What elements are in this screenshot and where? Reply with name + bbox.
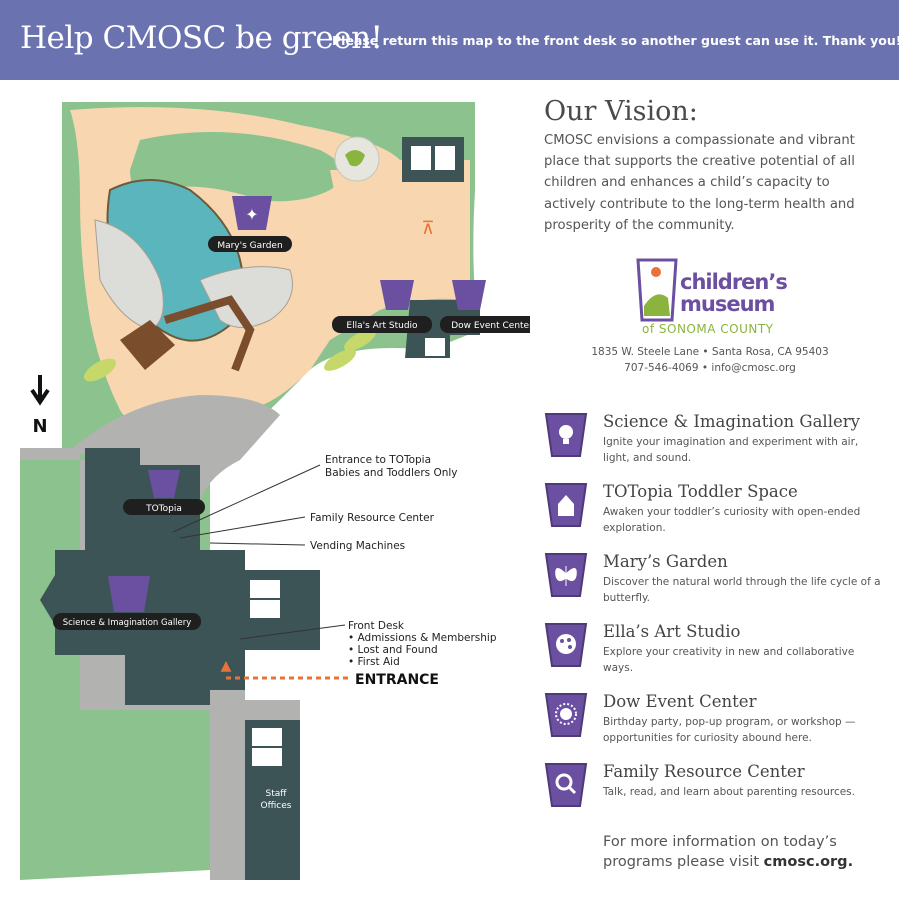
- legend-title: Family Resource Center: [603, 762, 805, 781]
- callout-front-desk-item: • Admissions & Membership: [348, 632, 497, 644]
- map-label-staff-1: Staff: [266, 789, 288, 799]
- callout-totopia-entrance-2: Babies and Toddlers Only: [325, 467, 458, 479]
- north-arrow: [30, 375, 50, 406]
- legend-title: Ella’s Art Studio: [603, 622, 741, 641]
- more-info: For more information on today’s programs…: [603, 832, 893, 872]
- callout-front-desk-item: • First Aid: [348, 656, 400, 668]
- legend-item: Science & Imagination Gallery Ignite you…: [544, 412, 889, 474]
- legend-item: Ella’s Art Studio Explore your creativit…: [544, 622, 889, 684]
- callout-family-resource: Family Resource Center: [310, 512, 435, 524]
- logo-text-line1: children’s: [680, 270, 788, 294]
- legend-desc: Awaken your toddler’s curiosity with ope…: [603, 506, 861, 534]
- callout-totopia-entrance-1: Entrance to TOTopia: [325, 454, 431, 466]
- legend-title: Mary’s Garden: [603, 552, 728, 571]
- legend-desc: Talk, read, and learn about parenting re…: [603, 786, 855, 798]
- legend-desc: Birthday party, pop-up program, or works…: [603, 716, 856, 744]
- map-label-totopia: TOTopia: [145, 504, 182, 514]
- website-link[interactable]: cmosc.org.: [763, 854, 854, 870]
- legend-item: Dow Event Center Birthday party, pop-up …: [544, 692, 889, 754]
- legend-item: Family Resource Center Talk, read, and l…: [544, 762, 889, 824]
- main-building: [40, 448, 320, 705]
- map-label-marys-garden: Mary's Garden: [217, 241, 282, 251]
- lightbulb-icon: [544, 413, 588, 457]
- map-label-staff-2: Offices: [261, 801, 292, 811]
- staff-offices: [245, 720, 300, 880]
- banner-subtitle: Please return this map to the front desk…: [332, 33, 899, 48]
- legend-desc: Discover the natural world through the l…: [603, 576, 881, 604]
- north-label: N: [32, 416, 47, 437]
- house-icon: [544, 483, 588, 527]
- butterfly-icon: [544, 553, 588, 597]
- address: 1835 W. Steele Lane • Santa Rosa, CA 954…: [591, 346, 829, 358]
- map-label-dow-event-center: Dow Event Center: [451, 321, 530, 331]
- museum-logo: [636, 258, 678, 322]
- svg-text:✦: ✦: [245, 205, 258, 224]
- svg-text:⊼: ⊼: [421, 218, 434, 239]
- map-label-science-gallery: Science & Imagination Gallery: [63, 618, 192, 628]
- legend-desc: Ignite your imagination and experiment w…: [603, 436, 859, 464]
- more-info-text: For more information on today’s programs…: [603, 834, 837, 870]
- museum-map: ⊼ N ✦ Mary's Garden Ella's Art Studio Do…: [20, 102, 530, 880]
- svg-text:▲: ▲: [221, 658, 232, 674]
- legend-title: TOTopia Toddler Space: [603, 482, 798, 501]
- top-banner: Help CMOSC be green! Please return this …: [0, 0, 899, 80]
- legend-item: TOTopia Toddler Space Awaken your toddle…: [544, 482, 889, 544]
- map-label-entrance: ENTRANCE: [355, 672, 439, 688]
- vision-text: CMOSC envisions a compassionate and vibr…: [544, 133, 855, 233]
- sun-icon: [544, 693, 588, 737]
- palette-icon: [544, 623, 588, 667]
- map-label-ellas-art-studio: Ella's Art Studio: [346, 321, 418, 331]
- callout-vending: Vending Machines: [310, 540, 405, 552]
- legend-item: Mary’s Garden Discover the natural world…: [544, 552, 889, 614]
- contact-info: 707-546-4069 • info@cmosc.org: [624, 362, 796, 374]
- magnifier-icon: [544, 763, 588, 807]
- logo-text-line3: of SONOMA COUNTY: [642, 322, 774, 336]
- banner-title: Help CMOSC be green!: [20, 20, 383, 56]
- legend-title: Science & Imagination Gallery: [603, 412, 860, 431]
- legend-desc: Explore your creativity in new and colla…: [603, 646, 855, 674]
- vision-title: Our Vision:: [544, 96, 698, 127]
- legend-title: Dow Event Center: [603, 692, 757, 711]
- callout-front-desk-item: • Lost and Found: [348, 644, 438, 656]
- logo-text-line2: museum: [680, 292, 775, 316]
- callout-front-desk: Front Desk: [348, 620, 405, 632]
